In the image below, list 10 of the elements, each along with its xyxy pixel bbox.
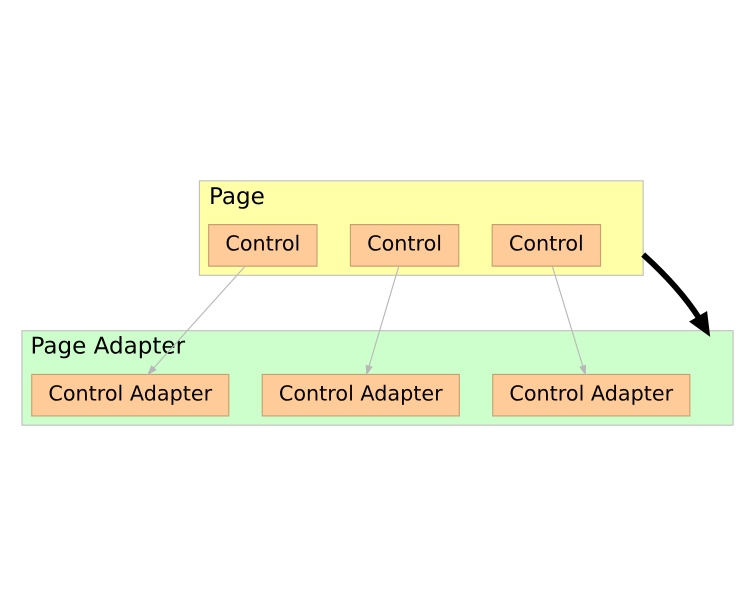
node-box: Control — [208, 224, 318, 267]
arrow — [147, 266, 246, 376]
node-box: Control Adapter — [262, 374, 460, 417]
arrow — [552, 266, 586, 376]
arrow — [366, 266, 400, 376]
node-box: Control Adapter — [492, 374, 690, 417]
node-box: Control Adapter — [31, 374, 230, 417]
node-box: Control — [492, 224, 602, 267]
arrow — [641, 252, 710, 337]
node-box: Control — [350, 224, 460, 267]
